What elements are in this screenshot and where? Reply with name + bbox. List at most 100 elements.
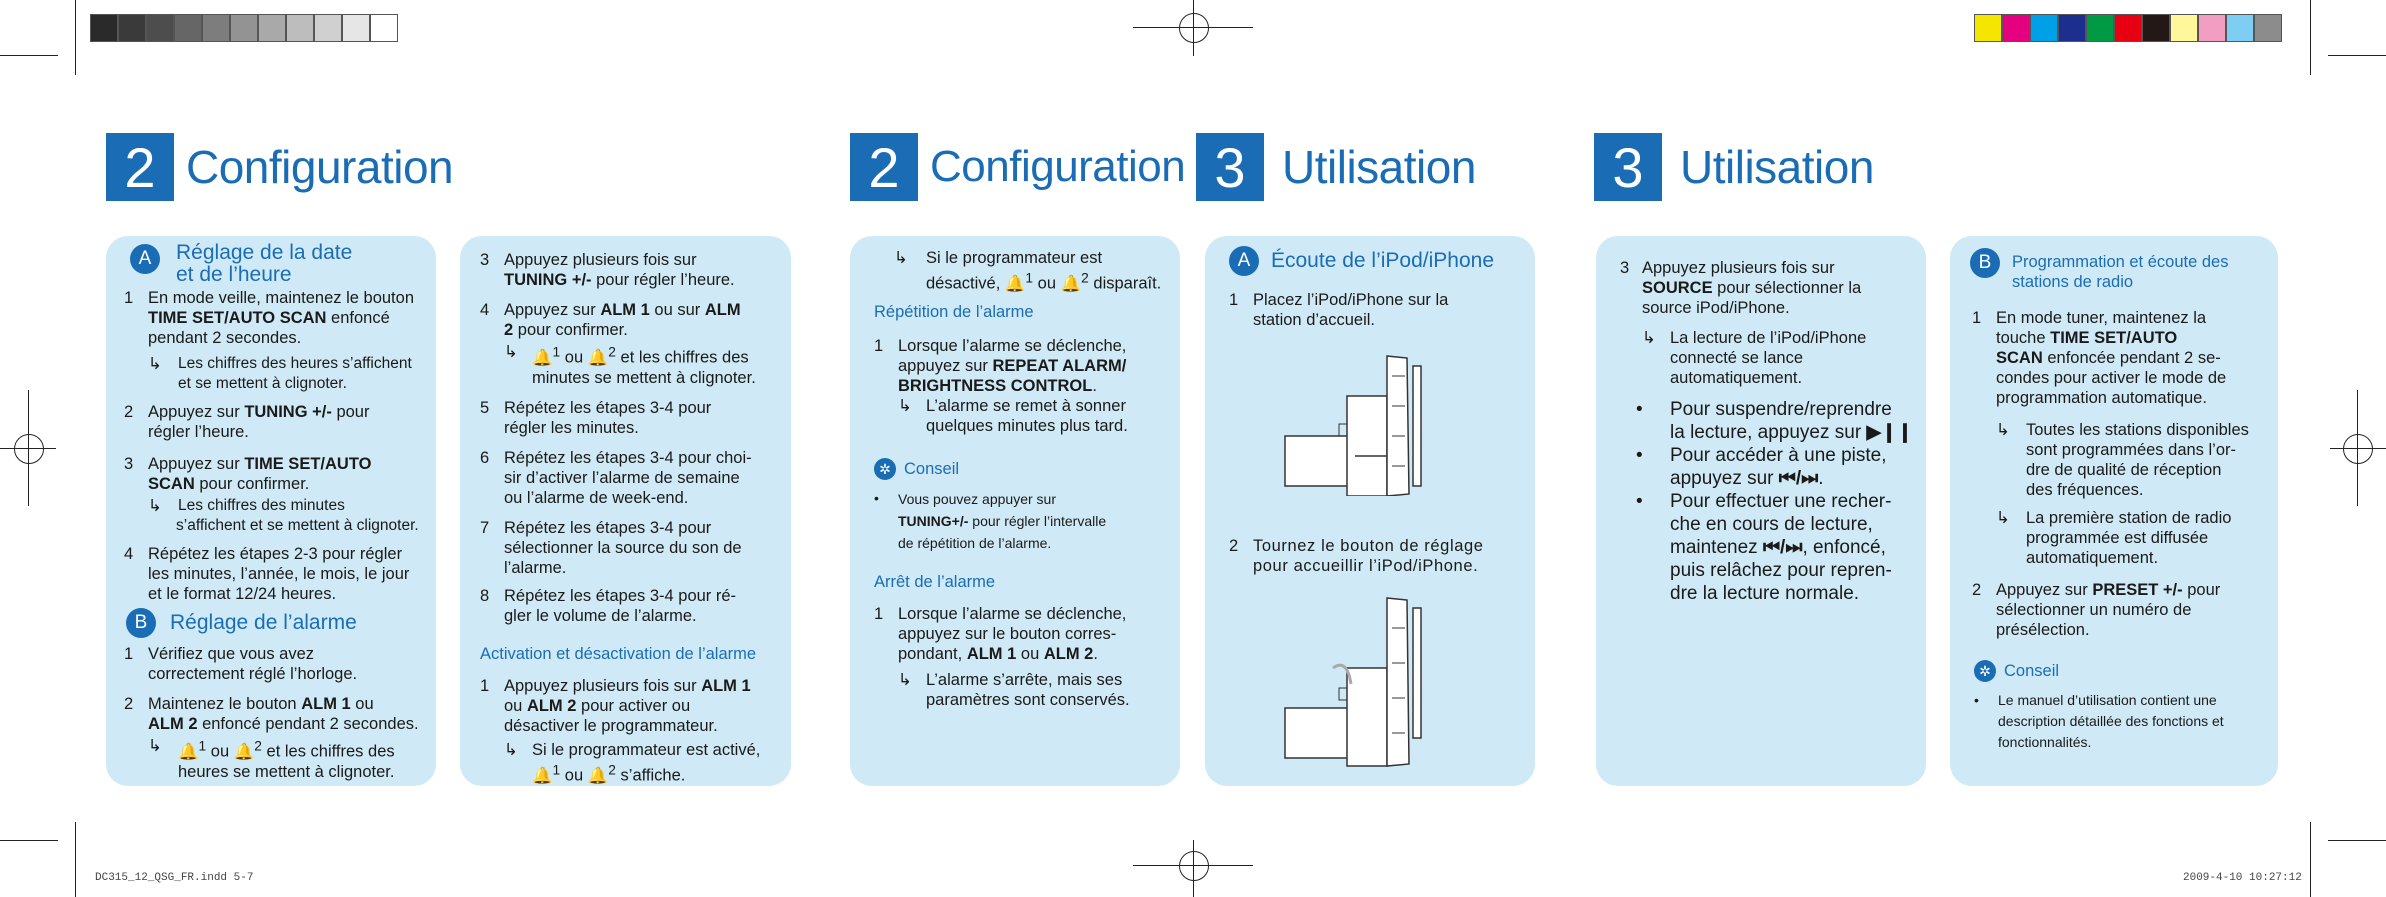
result-arrow-icon: ↳ [898, 397, 912, 415]
step-number: 1 [124, 289, 134, 307]
prev-next-icon: ⏮/⏭ [1762, 537, 1803, 558]
bullet-icon: • [1636, 445, 1643, 466]
section-number: 3 [1594, 133, 1662, 201]
subsection-title: Écoute de l’iPod/iPhone [1271, 249, 1494, 272]
tip-title: Conseil [904, 460, 960, 478]
result-arrow-icon: ↳ [148, 737, 162, 755]
step-text: Lorsque l’alarme se déclenche,appuyez su… [898, 605, 1127, 663]
color-swatch [2086, 14, 2114, 42]
step-text: Répétez les étapes 3-4 pour ré-gler le v… [504, 587, 737, 625]
gray-swatch [90, 14, 118, 42]
gray-swatch [146, 14, 174, 42]
gray-swatch [258, 14, 286, 42]
gray-swatch [118, 14, 146, 42]
bullet-text: Pour accéder à une piste,appuyez sur ⏮/⏭… [1670, 445, 1887, 489]
result-text: Si le programmateur est activé,🔔1 ou 🔔2 … [532, 741, 761, 785]
section-title: Configuration [186, 141, 454, 193]
step-number: 2 [1972, 581, 1982, 599]
alarm1-icon: 🔔1 [178, 738, 207, 761]
alarm1-icon: 🔔1 [532, 762, 561, 785]
panel-ipod-listen: A Écoute de l’iPod/iPhone 1 Placez l’iPo… [1205, 236, 1535, 786]
step-number: 4 [480, 301, 490, 319]
step-number: 2 [124, 403, 134, 421]
color-swatch [2114, 14, 2142, 42]
section-header-utilisation-2: 3 Utilisation [1594, 133, 1874, 201]
color-swatch [2254, 14, 2282, 42]
gray-swatch-bar [90, 14, 398, 42]
alarm2-icon: 🔔2 [233, 738, 262, 761]
step-number: 3 [1620, 259, 1630, 277]
bullet-icon: • [874, 490, 879, 506]
gray-swatch [370, 14, 398, 42]
color-swatch [2030, 14, 2058, 42]
step-number: 1 [874, 337, 884, 355]
step-number: 5 [480, 399, 490, 417]
result-arrow-icon: ↳ [148, 497, 162, 515]
bullet-text: Pour effectuer une recher-che en cours d… [1670, 491, 1892, 604]
section-header-utilisation: 3 Utilisation [1196, 133, 1476, 201]
step-number: 2 [1229, 537, 1239, 555]
gray-swatch [314, 14, 342, 42]
gray-swatch [174, 14, 202, 42]
tip-icon: ✲ [874, 458, 896, 480]
color-swatch [1974, 14, 2002, 42]
result-arrow-icon: ↳ [1996, 509, 2010, 527]
gray-swatch [286, 14, 314, 42]
color-swatch-bar [1974, 14, 2282, 42]
dock-illustration [1284, 355, 1422, 496]
badge-b: B [126, 608, 156, 638]
play-pause-icon: ▶❙❙ [1866, 422, 1913, 443]
subsection-title: Activation et désactivation de l’alarme [480, 645, 757, 663]
alarm2-icon: 🔔2 [587, 344, 616, 367]
step-number: 4 [124, 545, 134, 563]
step-text: Lorsque l’alarme se déclenche,appuyez su… [898, 337, 1127, 395]
step-number: 8 [480, 587, 490, 605]
section-header-configuration: 2 Configuration [106, 133, 454, 201]
result-arrow-icon: ↳ [1642, 329, 1656, 347]
section-number: 3 [1196, 133, 1264, 201]
color-swatch [2170, 14, 2198, 42]
rotate-arrow-icon [1332, 663, 1353, 685]
section-title: Utilisation [1680, 141, 1874, 193]
color-swatch [2142, 14, 2170, 42]
step-number: 6 [480, 449, 490, 467]
step-number: 1 [874, 605, 884, 623]
color-swatch [2226, 14, 2254, 42]
step-number: 7 [480, 519, 490, 537]
date-slug: 2009-4-10 10:27:12 [2183, 872, 2302, 884]
bullet-icon: • [1974, 692, 1979, 708]
result-arrow-icon: ↳ [1996, 421, 2010, 439]
tip-title: Conseil [2004, 662, 2060, 680]
subsection-title: Réglage de l’alarme [170, 611, 357, 634]
step-number: 1 [124, 645, 134, 663]
section-title: Configuration [930, 142, 1186, 191]
badge-b: B [1970, 248, 2000, 278]
alarm1-icon: 🔔1 [532, 344, 561, 367]
subsection-title: Arrêt de l’alarme [874, 573, 996, 591]
gray-swatch [230, 14, 258, 42]
result-arrow-icon: ↳ [894, 249, 908, 267]
